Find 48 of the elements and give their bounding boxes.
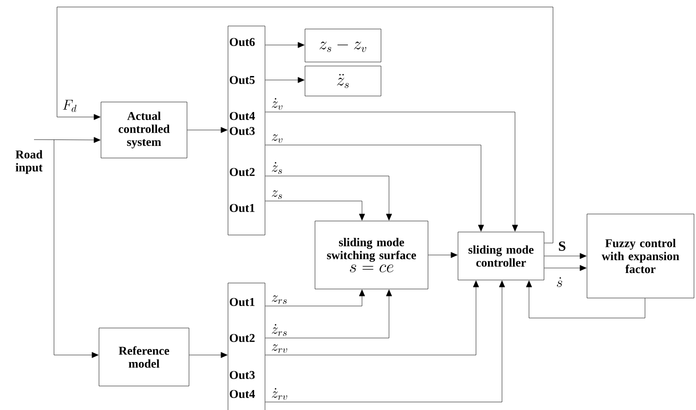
edge-label: $\dot{s}$	[556, 277, 562, 287]
edge-label: $z_s$	[272, 190, 282, 199]
edge-label: $\mathbf{S}$	[558, 241, 566, 251]
port-label: Out6	[230, 38, 255, 46]
port-label: Out1	[230, 298, 254, 306]
arrow	[265, 77, 304, 83]
port-label: Out3	[230, 126, 255, 136]
arrow	[265, 42, 304, 48]
port-label: Out4	[230, 112, 255, 120]
arrow	[265, 200, 365, 220]
arrow	[265, 112, 518, 232]
port-label: Out4	[230, 390, 255, 398]
output-box: $\ddot{z}_s$	[304, 66, 382, 96]
arrow	[526, 280, 646, 318]
edge-label: $F_d$	[62, 100, 76, 112]
edge-label: $\dot{z}_{rv}$	[272, 388, 288, 400]
edge-label: $\dot{z}_{rs}$	[272, 324, 287, 336]
arrow	[265, 176, 392, 220]
arrow	[189, 352, 228, 358]
edge-label: $z_v$	[272, 134, 282, 143]
edge-label: $\dot{z}_s$	[272, 162, 282, 174]
block-box: Actual controlled system	[100, 102, 188, 158]
arrow	[54, 139, 98, 358]
arrow	[544, 253, 586, 259]
arrow	[544, 265, 586, 271]
arrow	[428, 252, 458, 258]
output-box: $z_s - z_v$	[304, 28, 382, 62]
port-label: Out1	[230, 204, 254, 212]
arrow	[265, 144, 484, 232]
port-label: Out3	[230, 370, 255, 380]
arrow	[265, 280, 479, 356]
arrow	[265, 290, 392, 338]
arrow	[34, 137, 100, 143]
edge-label: $z_{rv}$	[272, 344, 288, 353]
arrow	[265, 290, 365, 306]
arrow	[56, 6, 554, 244]
block-box: Reference model	[98, 328, 190, 386]
block-box: Fuzzy control with expansion factor	[586, 214, 694, 298]
port-label: Out5	[230, 76, 255, 84]
block-box: sliding mode switching surface $s = ce$	[314, 220, 428, 290]
arrow	[187, 127, 228, 133]
port-label: Out2	[230, 334, 255, 342]
input-label: Road input	[16, 150, 43, 174]
block-box: sliding mode controller	[458, 232, 544, 280]
edge-label: $\dot{z}_v$	[272, 98, 282, 110]
port-label: Out2	[230, 168, 255, 176]
arrow	[265, 280, 505, 402]
edge-label: $z_{rs}$	[272, 295, 287, 304]
